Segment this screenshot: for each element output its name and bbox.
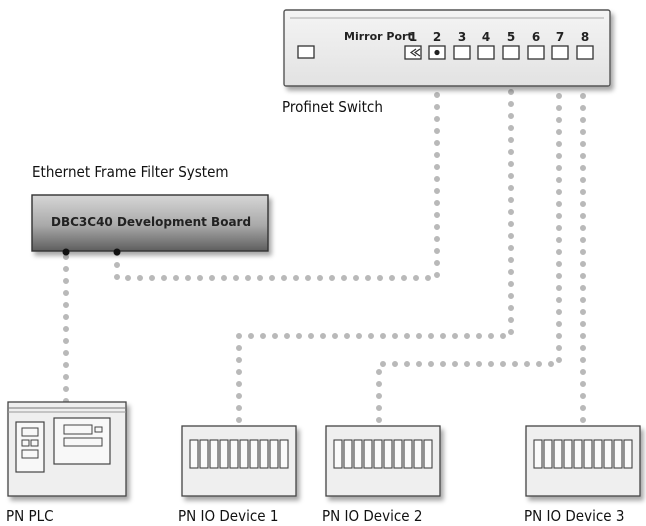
cable-io1-port5 — [236, 85, 514, 423]
io-device-3-label: PN IO Device 3 — [524, 507, 624, 525]
port-label-2: 2 — [433, 30, 441, 44]
port-label-8: 8 — [581, 30, 589, 44]
plc-device — [7, 401, 127, 497]
io-device-2-label: PN IO Device 2 — [322, 507, 422, 525]
port-label-7: 7 — [556, 30, 564, 44]
development-board: DBC3C40 Development Board — [31, 194, 269, 256]
mirror-port-label: Mirror Port — [344, 30, 413, 43]
port-6 — [527, 45, 545, 60]
port-8 — [576, 45, 594, 60]
port-5 — [502, 45, 520, 60]
port-label-4: 4 — [482, 30, 490, 44]
io-device-1 — [181, 425, 297, 497]
port-7 — [551, 45, 569, 60]
port-label-1: 1 — [409, 30, 417, 44]
port-1 — [404, 45, 422, 60]
io-device-1-label: PN IO Device 1 — [178, 507, 278, 525]
io-device-3 — [525, 425, 641, 497]
switch-ports — [404, 45, 594, 60]
mirror-arrow-icon — [409, 48, 421, 57]
cable-io2-port7 — [376, 85, 562, 423]
plc-display-module — [53, 417, 111, 465]
io-device-2 — [325, 425, 441, 497]
port-label-6: 6 — [532, 30, 540, 44]
port-2-link-icon — [434, 49, 440, 56]
profinet-switch: Mirror Port 1 2 3 4 5 6 7 8 — [283, 9, 611, 87]
plc-cpu-module — [15, 421, 45, 473]
filter-system-title: Ethernet Frame Filter System — [32, 163, 229, 181]
io-device-3-modules — [533, 439, 633, 469]
board-port-2 — [113, 248, 121, 256]
cable-board-port2 — [114, 85, 440, 281]
board-port-1 — [62, 248, 70, 256]
io-device-2-modules — [333, 439, 433, 469]
switch-title: Profinet Switch — [282, 98, 383, 116]
board-label: DBC3C40 Development Board — [51, 215, 251, 229]
switch-port-labels: 1 2 3 4 5 6 7 8 — [409, 30, 589, 44]
port-3 — [453, 45, 471, 60]
port-4 — [477, 45, 495, 60]
port-label-5: 5 — [507, 30, 515, 44]
plc-label: PN PLC — [6, 507, 54, 525]
switch-led — [297, 45, 315, 59]
port-label-3: 3 — [458, 30, 466, 44]
io-device-1-modules — [189, 439, 289, 469]
cables — [63, 85, 586, 423]
